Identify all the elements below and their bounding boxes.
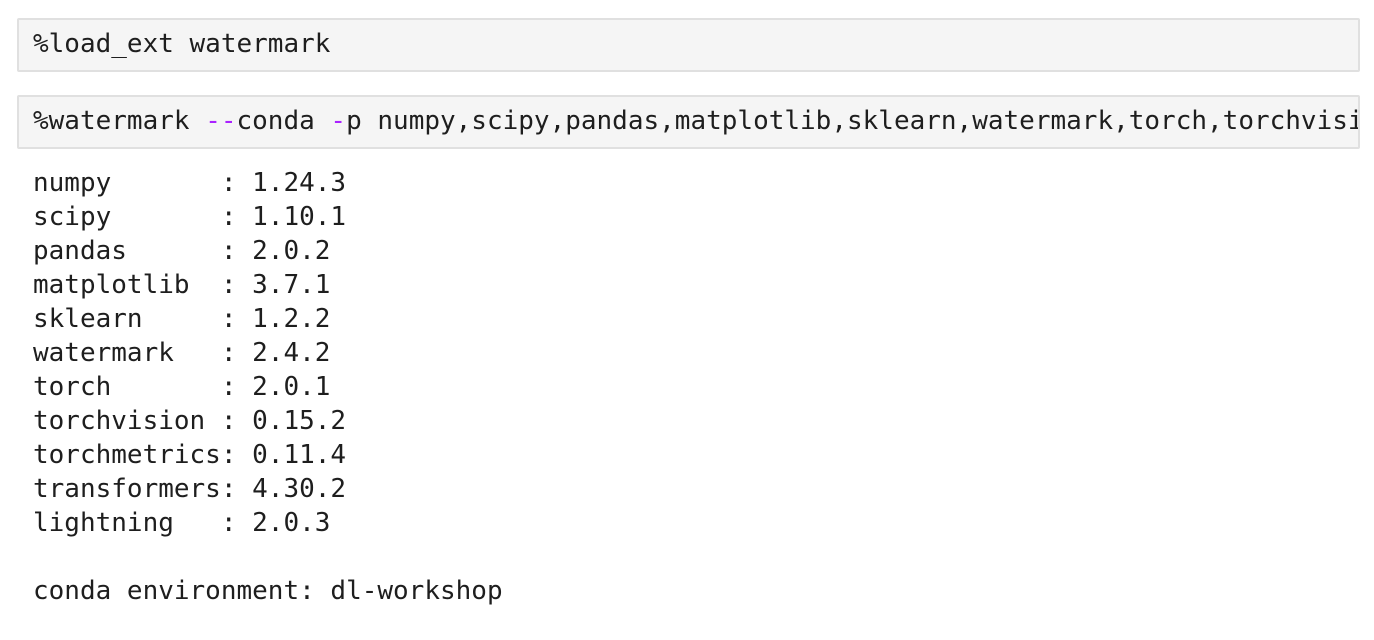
- package-version-row: numpy : 1.24.3: [33, 168, 347, 198]
- notebook-area: %load_ext watermark %watermark --conda -…: [17, 18, 1374, 608]
- package-version-row: matplotlib : 3.7.1: [33, 270, 331, 300]
- package-version-row: pandas : 2.0.2: [33, 236, 331, 266]
- code-cell-watermark[interactable]: %watermark --conda -p numpy,scipy,pandas…: [17, 95, 1360, 149]
- code-token: conda: [236, 106, 331, 136]
- operator-token: -: [330, 106, 347, 136]
- package-version-row: transformers: 4.30.2: [33, 474, 347, 504]
- package-version-row: torch : 2.0.1: [33, 372, 331, 402]
- package-version-row: torchmetrics: 0.11.4: [33, 440, 347, 470]
- operator-token: --: [205, 106, 237, 136]
- package-version-row: watermark : 2.4.2: [33, 338, 331, 368]
- watermark-output: numpy : 1.24.3 scipy : 1.10.1 pandas : 2.0…: [33, 166, 1374, 608]
- package-version-row: torchvision : 0.15.2: [33, 406, 347, 436]
- code-token: %load_ext watermark: [33, 29, 331, 59]
- blank-line: [33, 540, 1374, 574]
- code-token: p numpy,scipy,pandas,matplotlib,sklearn,…: [346, 106, 1360, 136]
- package-version-row: scipy : 1.10.1: [33, 202, 347, 232]
- code-token: %watermark: [33, 106, 206, 136]
- code-line: %watermark --conda -p numpy,scipy,pandas…: [33, 106, 1358, 136]
- package-version-row: sklearn : 1.2.2: [33, 304, 331, 334]
- code-cell-load-ext[interactable]: %load_ext watermark: [17, 18, 1360, 72]
- conda-environment-row: conda environment: dl-workshop: [33, 576, 503, 606]
- code-line: %load_ext watermark: [33, 31, 1344, 58]
- package-version-row: lightning : 2.0.3: [33, 508, 331, 538]
